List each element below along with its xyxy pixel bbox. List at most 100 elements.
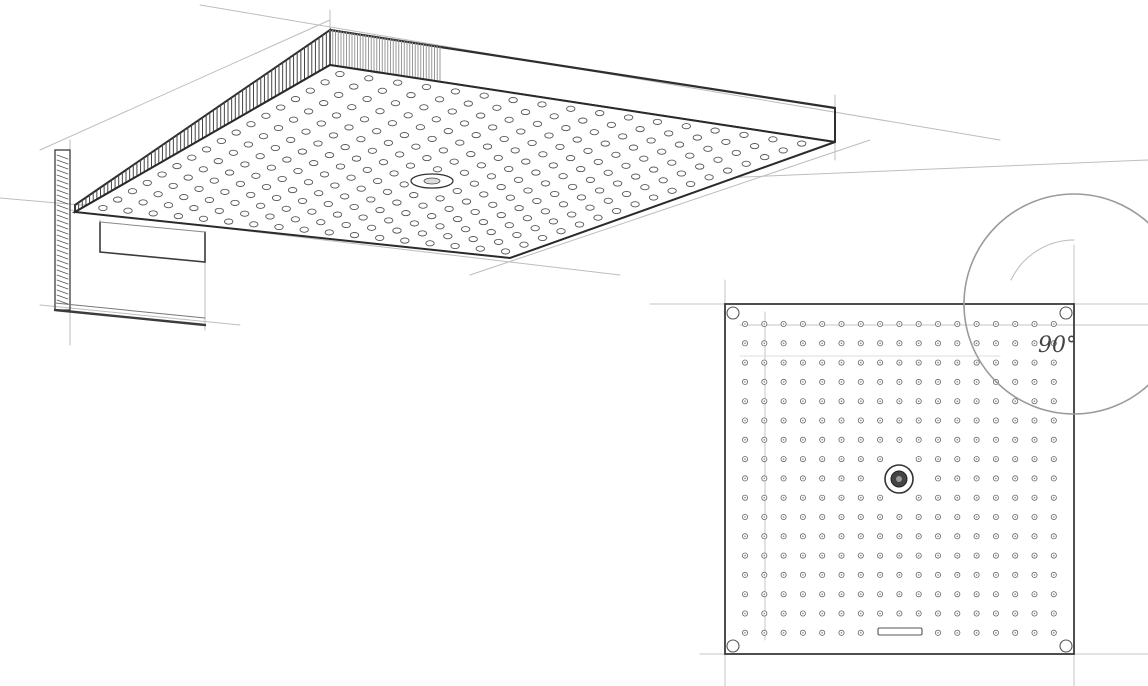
nozzle-core	[1033, 458, 1036, 460]
nozzle-core	[840, 400, 843, 403]
nozzle-core	[763, 477, 766, 480]
nozzle-core	[937, 574, 939, 576]
nozzle	[466, 151, 476, 158]
nozzle	[447, 108, 457, 115]
nozzle-core	[956, 419, 959, 422]
nozzle	[603, 197, 613, 204]
nozzle	[585, 204, 595, 211]
nozzle-core	[840, 439, 843, 441]
nozzle-core	[1014, 496, 1016, 499]
nozzle-core	[840, 496, 843, 499]
hatch-stroke	[56, 189, 69, 195]
nozzle	[548, 218, 559, 225]
nozzle	[470, 208, 480, 216]
nozzle-core	[840, 516, 843, 518]
nozzle	[606, 121, 617, 128]
nozzle	[400, 237, 410, 244]
nozzle-core	[802, 593, 804, 595]
nozzle-core	[802, 477, 804, 480]
nozzle-core	[821, 400, 823, 403]
nozzle-core	[840, 323, 843, 325]
nozzle-core	[840, 381, 843, 383]
nozzle	[243, 141, 254, 148]
nozzle	[589, 129, 599, 136]
nozzle	[358, 214, 368, 221]
nozzle-core	[879, 516, 881, 518]
hatch-stroke	[56, 279, 69, 285]
hatch-stroke	[56, 184, 69, 190]
nozzle	[710, 127, 720, 134]
nozzle-core	[782, 632, 785, 634]
hatch-stroke	[56, 244, 69, 250]
nozzle	[459, 169, 470, 176]
nozzle	[142, 179, 152, 186]
nozzle	[532, 120, 543, 127]
hatch-stroke	[56, 294, 69, 300]
nozzle	[270, 144, 281, 152]
nozzle	[307, 208, 317, 215]
nozzle	[356, 185, 366, 192]
nozzle-core	[744, 632, 746, 634]
nozzle-core	[879, 400, 881, 403]
nozzle	[419, 104, 429, 111]
nozzle-core	[821, 612, 823, 615]
nozzle	[667, 187, 677, 194]
nozzle	[646, 137, 656, 144]
nozzle-core	[1014, 342, 1016, 345]
nozzle-core	[744, 342, 746, 345]
hatch-stroke	[56, 174, 69, 180]
nozzle-core	[763, 323, 766, 325]
nozzle-core	[1053, 496, 1055, 499]
nozzle-core	[1014, 632, 1016, 634]
nozzle-core	[995, 632, 997, 634]
nozzle	[344, 124, 354, 131]
nozzle-core	[975, 439, 978, 441]
nozzle	[316, 219, 326, 226]
nozzle-core	[956, 496, 959, 499]
nozzle	[488, 201, 498, 208]
nozzle	[246, 121, 256, 128]
nozzle-core	[956, 612, 959, 615]
nozzle	[510, 147, 520, 154]
nozzle	[340, 193, 350, 200]
nozzle	[389, 170, 399, 177]
nozzle	[630, 201, 640, 208]
nozzle	[235, 180, 246, 187]
hatch-stroke	[56, 199, 69, 205]
nozzle	[309, 160, 319, 167]
nozzle-core	[879, 593, 881, 595]
nozzle	[266, 164, 277, 171]
nozzle-core	[1053, 361, 1055, 364]
nozzle	[585, 176, 596, 183]
nozzle-core	[937, 439, 939, 441]
nozzle-core	[879, 419, 881, 422]
nozzle-core	[1014, 361, 1016, 364]
nozzle	[249, 221, 259, 228]
nozzle-core	[860, 361, 862, 364]
nozzle	[314, 190, 324, 197]
nozzle	[681, 123, 691, 130]
nozzle-core	[763, 496, 766, 499]
nozzle-core	[975, 612, 978, 615]
wall-hatching	[56, 154, 69, 305]
nozzle	[435, 223, 445, 230]
nozzle-core	[860, 439, 862, 441]
nozzle-core	[1014, 419, 1016, 422]
nozzle-core	[898, 593, 901, 595]
nozzle	[261, 112, 271, 119]
drain-slot	[877, 627, 923, 636]
nozzle	[297, 197, 308, 205]
nozzle	[378, 159, 389, 166]
nozzle-core	[821, 419, 823, 422]
nozzle-core	[821, 458, 823, 460]
nozzle-core	[917, 496, 920, 499]
nozzle	[204, 196, 215, 204]
nozzle-core	[840, 361, 843, 364]
nozzle	[281, 205, 291, 212]
nozzle	[271, 194, 282, 202]
nozzle-core	[917, 381, 920, 383]
nozzle-core	[1014, 458, 1016, 460]
nozzle-core	[1014, 323, 1016, 325]
nozzle-core	[975, 458, 978, 460]
